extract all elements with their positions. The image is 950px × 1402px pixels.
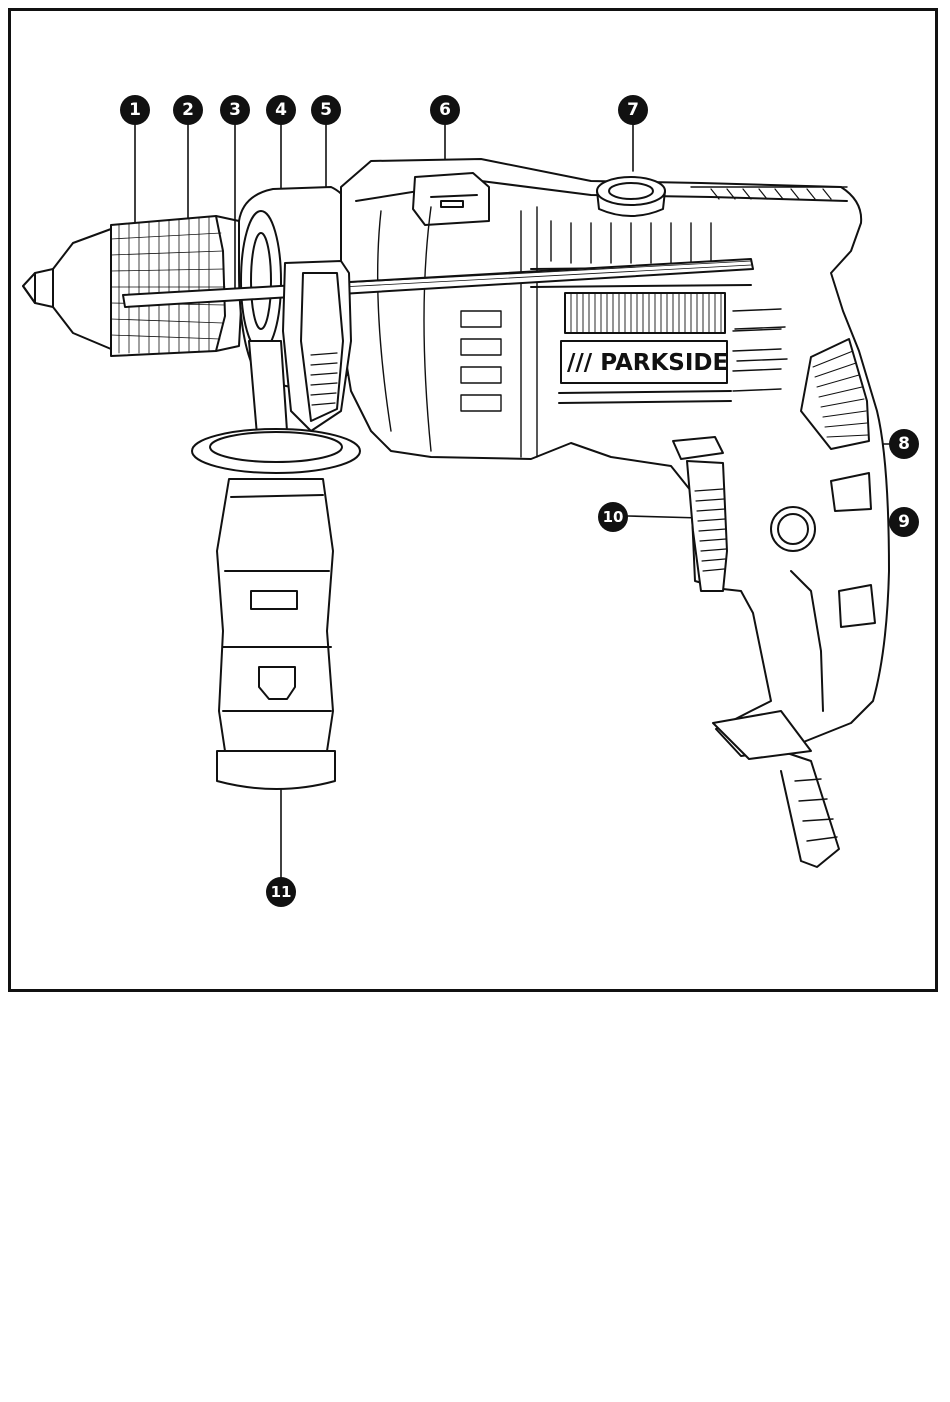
figure-frame: /// PARKSIDE 1 2 3 4 5 6 7 8 9 10 11 xyxy=(8,8,938,992)
callout-11: 11 xyxy=(266,877,296,907)
callout-2: 2 xyxy=(173,95,203,125)
callout-5: 5 xyxy=(311,95,341,125)
drill-illustration: /// PARKSIDE xyxy=(11,11,941,995)
callout-1: 1 xyxy=(120,95,150,125)
keyless-chuck xyxy=(23,216,243,356)
callout-4: 4 xyxy=(266,95,296,125)
callout-10: 10 xyxy=(598,502,628,532)
callout-8: 8 xyxy=(889,429,919,459)
callout-9: 9 xyxy=(889,507,919,537)
callout-3: 3 xyxy=(220,95,250,125)
callout-7: 7 xyxy=(618,95,648,125)
callout-6: 6 xyxy=(430,95,460,125)
brand-logo: /// PARKSIDE xyxy=(567,350,728,376)
auxiliary-handle xyxy=(192,429,360,789)
